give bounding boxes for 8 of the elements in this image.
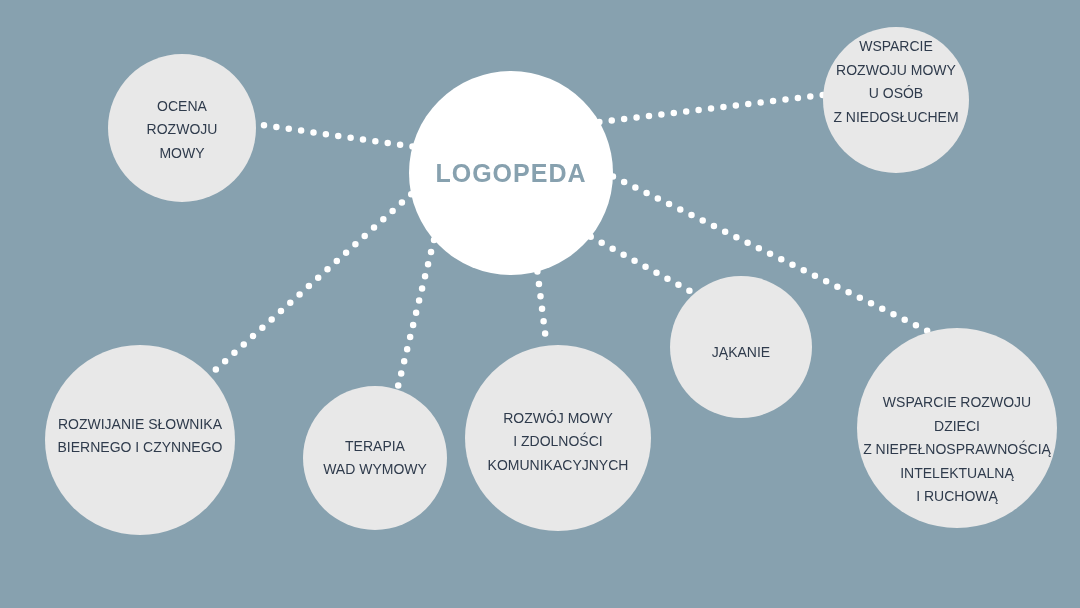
central-label: LOGOPEDA — [435, 158, 587, 188]
topic-label: WSPARCIE ROZWOJU DZIECI Z NIEPEŁNOSPRAWNOŚCIĄ INTELEKTUALNĄ I RUCHOWĄ — [863, 393, 1051, 507]
topic-label: JĄKANIE — [711, 343, 771, 363]
topic-label: WSPARCIE ROZWOJU MOWY U OSÓB Z NIEDOSŁUCHEM — [833, 37, 959, 127]
topic-label: TERAPIA WAD WYMOWY — [323, 436, 427, 479]
topic-label: ROZWIJANIE SŁOWNIKA BIERNEGO I CZYNNEGO — [57, 414, 223, 457]
topic-label: ROZWÓJ MOWY I ZDOLNOŚCI KOMUNIKACYJNYCH — [487, 408, 629, 475]
topic-label: OCENA ROZWOJU MOWY — [146, 96, 218, 163]
